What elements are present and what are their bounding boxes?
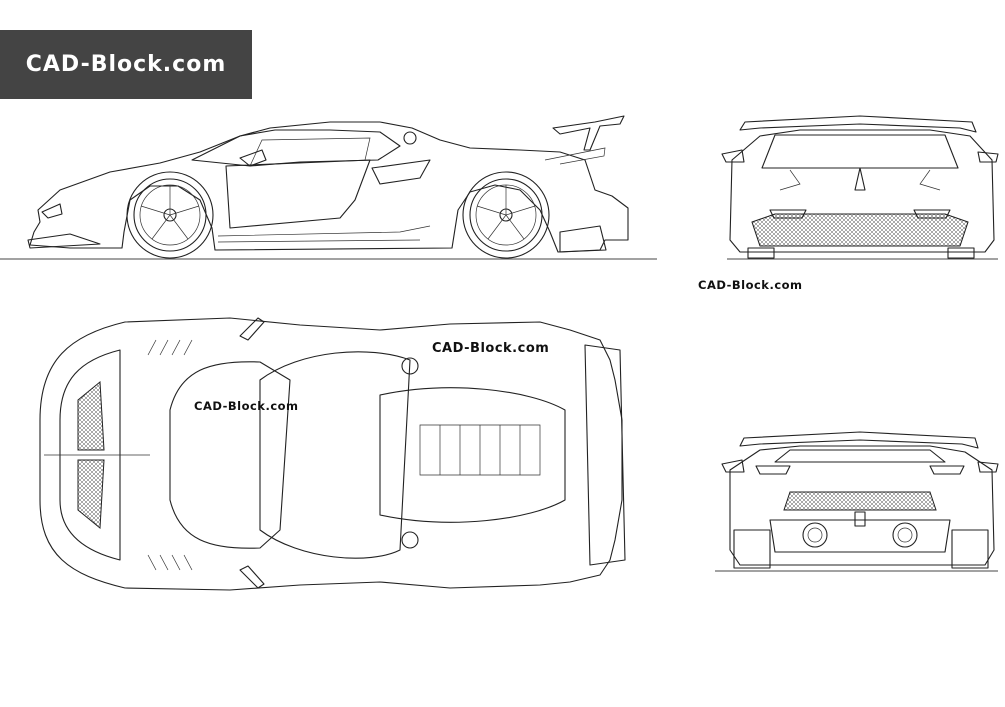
top-front-mesh-upper [78,382,104,450]
top-roof [260,352,410,558]
watermark-top-view-left: CAD-Block.com [194,399,299,413]
rear-tire-left [734,530,770,568]
rear-light-left [756,466,790,474]
rear-exhaust-right [893,523,917,547]
rear-upper-grille [784,492,936,510]
rear-exhaust-right-inner [898,528,912,542]
front-rear-wing [740,116,976,132]
rear-exhaust-left-inner [808,528,822,542]
front-view [722,116,998,259]
side-front-splitter [28,234,100,248]
side-wing-strut [545,148,605,164]
side-air-intake [372,160,430,184]
rear-mirror-left [722,460,744,472]
front-grille [752,214,968,246]
rear-light-right [930,466,964,474]
side-door [226,160,370,228]
top-vents-left [148,340,192,355]
top-mirror-right [240,566,264,588]
front-hood-left [780,170,800,190]
top-fuel-cap-left [402,358,418,374]
top-rear-wing [585,345,625,565]
side-headlight [42,204,62,218]
top-mirror-left [240,318,264,340]
rear-center-light [855,512,865,526]
rear-wing [740,432,978,448]
top-front-mesh-lower [78,460,104,528]
side-window-line [250,138,370,166]
rear-mirror-right [978,462,998,472]
front-tire-left [748,248,774,258]
brand-banner: CAD-Block.com [0,30,252,99]
side-mirror [240,150,266,166]
top-body-outline [40,318,622,590]
rear-tire-right [952,530,988,568]
side-view [0,116,657,259]
front-body-outline [730,130,994,252]
side-body-outline [30,122,628,252]
rear-window [775,450,945,462]
side-rear-wheel [463,172,549,258]
rear-view [715,432,998,571]
front-tire-right [948,248,974,258]
rear-diffuser [770,520,950,552]
rear-exhaust-left [803,523,827,547]
watermark-front-view: CAD-Block.com [698,278,803,292]
front-hood-right [920,170,940,190]
side-sill [218,226,430,236]
side-fuel-cap [404,132,416,144]
top-fuel-cap-right [402,532,418,548]
watermark-top-view-right: CAD-Block.com [432,341,550,356]
top-windshield [170,362,290,548]
front-headlight-right [914,210,950,218]
top-vents-right [148,555,192,570]
rear-body-outline [730,446,994,565]
side-sill-lower [218,240,420,242]
front-mirror-left [722,150,744,162]
top-view [40,318,625,590]
front-headlight-left [770,210,806,218]
side-rear-wing [553,116,624,150]
top-engine-louvres [420,425,540,475]
front-emblem [855,168,865,190]
side-front-wheel [127,172,213,258]
front-windshield [762,135,958,168]
side-rear-diffuser [560,226,606,252]
top-engine-cover [380,388,565,522]
front-mirror-right [978,152,998,162]
brand-banner-text: CAD-Block.com [25,52,227,77]
